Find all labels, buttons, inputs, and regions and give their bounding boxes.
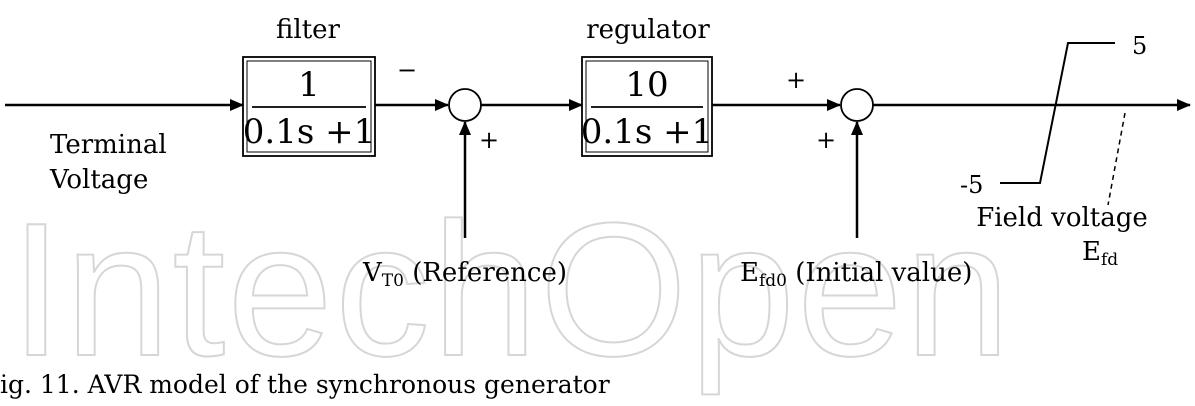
- sum2-bottom-plus-sign: +: [816, 126, 836, 154]
- initial-value-label: Efd0 (Initial value): [740, 258, 972, 291]
- regulator-denominator: 0.1s +1: [581, 112, 713, 152]
- summing-junction-2: [840, 88, 874, 122]
- summing-junction-1: [448, 88, 482, 122]
- limiter-curve: [1000, 42, 1115, 184]
- watermark: IntechOpen: [10, 184, 1012, 396]
- reference-label: VT0 (Reference): [362, 258, 567, 291]
- filter-block-inner-border: [246, 60, 372, 153]
- sum1-plus-sign: +: [479, 126, 499, 154]
- input-label-line1: Terminal: [50, 130, 167, 160]
- sum2-top-plus-sign: +: [786, 66, 806, 94]
- limiter-lower-label: -5: [960, 171, 983, 199]
- limiter-upper-label: 5: [1132, 32, 1147, 60]
- filter-denominator: 0.1s +1: [243, 112, 375, 152]
- output-label-line2: Efd: [1082, 237, 1118, 270]
- regulator-block-inner-border: [585, 60, 709, 153]
- output-label-line1: Field voltage: [976, 203, 1148, 233]
- filter-title: filter: [276, 15, 340, 45]
- input-label-line2: Voltage: [49, 165, 148, 195]
- filter-numerator: 1: [298, 65, 320, 105]
- figure-caption: ig. 11. AVR model of the synchronous gen…: [0, 370, 610, 399]
- regulator-title: regulator: [586, 15, 710, 45]
- regulator-numerator: 10: [625, 65, 668, 105]
- sum1-minus-sign: −: [397, 56, 417, 84]
- field-voltage-pointer: [1107, 112, 1126, 206]
